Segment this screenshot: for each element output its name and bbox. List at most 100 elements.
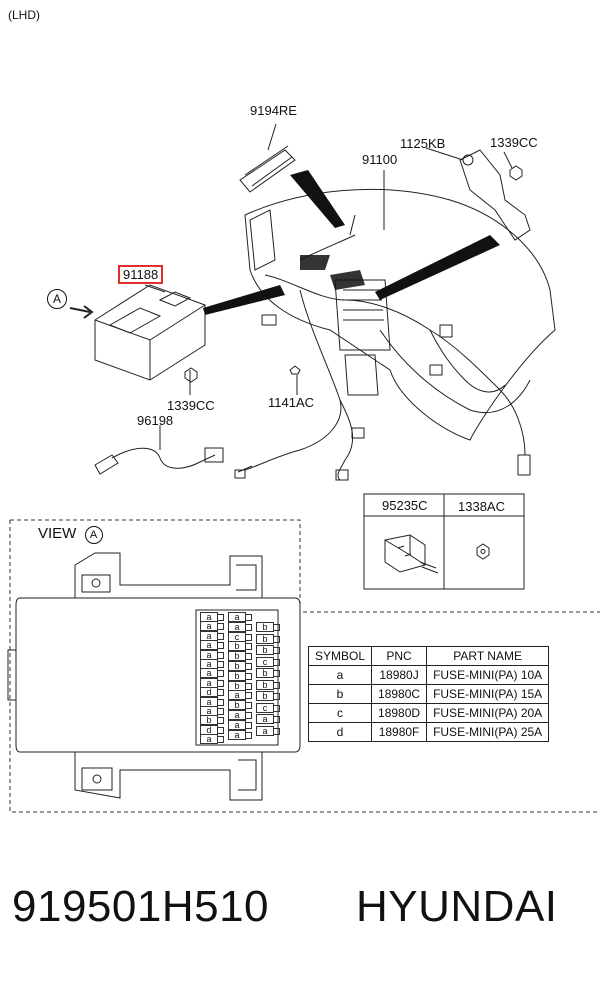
- cell-symbol: a: [307, 665, 373, 685]
- header-symbol: SYMBOL: [307, 646, 373, 666]
- fuse-pin: [217, 736, 224, 744]
- fuse-pin: [273, 658, 280, 666]
- fuse-pin: [245, 614, 252, 621]
- header-pnc: PNC: [371, 646, 428, 666]
- fuse-slot: b: [256, 668, 274, 678]
- cell-pnc: 18980J: [371, 665, 428, 685]
- fuse-slot: a: [228, 729, 246, 740]
- part-label-1141ac: 1141AC: [268, 395, 315, 410]
- fuse-slot: b: [228, 641, 246, 652]
- footer-brand: HYUNDAI: [356, 882, 558, 931]
- view-title-marker: A: [84, 526, 103, 544]
- table-row: b 18980C FUSE-MINI(PA) 15A: [307, 684, 550, 704]
- fuse-slot: b: [228, 651, 246, 662]
- header-part-name: PART NAME: [426, 646, 550, 666]
- fuse-pin: [217, 661, 224, 668]
- fuse-pin: [245, 731, 252, 739]
- view-dashed-frame: [9, 519, 600, 813]
- fuse-pin: [217, 717, 224, 725]
- dashboard-outline: [244, 188, 556, 441]
- fuse-slot: b: [256, 679, 274, 690]
- part-label-91188-highlighted: 91188: [118, 265, 164, 284]
- part-label-1125kb: 1125KB: [400, 136, 446, 151]
- view-a-marker: A: [47, 289, 67, 309]
- fuse-pin: [245, 692, 252, 700]
- table-row: d 18980F FUSE-MINI(PA) 25A: [307, 722, 550, 742]
- fuse-pin: [245, 663, 252, 670]
- fuse-pin: [245, 623, 252, 631]
- fuse-slot: b: [228, 670, 246, 681]
- junction-box-91188: [94, 284, 206, 381]
- fuse-slot: a: [200, 734, 218, 745]
- cable-96198: [94, 454, 119, 475]
- fuse-pin: [273, 681, 280, 689]
- fuse-slot: c: [256, 702, 274, 713]
- fuse-pin: [273, 647, 280, 654]
- fuse-slot: b: [228, 661, 246, 671]
- fuse-pin: [273, 693, 280, 700]
- view-title: VIEW A: [38, 525, 103, 544]
- part-label-1339cc-top: 1339CC: [490, 135, 538, 150]
- fuse-slot: b: [228, 700, 246, 711]
- cell-pnc: 18980F: [371, 722, 428, 742]
- part-label-96198: 96198: [137, 413, 174, 428]
- fuse-pin: [273, 624, 280, 631]
- fuse-slot: b: [256, 691, 274, 701]
- lhd-label: (LHD): [8, 8, 40, 22]
- fuse-pin: [217, 726, 224, 734]
- cell-part-name: FUSE-MINI(PA) 15A: [426, 684, 550, 704]
- fuse-slot: a: [228, 612, 246, 622]
- fuse-slot: b: [256, 622, 274, 632]
- cell-symbol: b: [307, 684, 373, 704]
- fuse-pin: [245, 682, 252, 690]
- cell-part-name: FUSE-MINI(PA) 25A: [426, 722, 550, 742]
- fuse-pin: [217, 632, 224, 640]
- fuse-pin: [217, 679, 224, 687]
- fuse-pin: [245, 712, 252, 719]
- cell-part-name: FUSE-MINI(PA) 10A: [426, 665, 550, 685]
- part-label-1339cc-bottom: 1339CC: [167, 398, 215, 413]
- cell-symbol: c: [307, 703, 373, 723]
- fuse-pin: [245, 702, 252, 710]
- fuse-pin: [217, 614, 224, 621]
- fuse-slot: a: [228, 710, 246, 720]
- fuse-slot: b: [228, 680, 246, 691]
- fuse-slot: a: [256, 725, 274, 736]
- table-row: a 18980J FUSE-MINI(PA) 10A: [307, 665, 550, 685]
- fuse-pin: [245, 653, 252, 661]
- fuse-slot: a: [256, 714, 274, 724]
- fuse-pin: [217, 623, 224, 631]
- module-9194re: [239, 149, 296, 193]
- fuse-slot: b: [256, 645, 274, 655]
- cell-part-name: FUSE-MINI(PA) 20A: [426, 703, 550, 723]
- inset-label-95235c: 95235C: [382, 498, 428, 513]
- fuse-pin: [217, 698, 224, 706]
- cell-symbol: d: [307, 722, 373, 742]
- fuse-pin: [217, 689, 224, 697]
- fuse-pin: [217, 651, 224, 659]
- fuse-pin: [245, 672, 252, 680]
- fuse-pin: [273, 635, 280, 643]
- view-title-text: VIEW: [38, 525, 77, 542]
- part-label-9194re: 9194RE: [250, 103, 297, 118]
- footer-part-number: 919501H510: [12, 882, 270, 931]
- fuse-pin: [273, 727, 280, 735]
- fuse-slot: b: [256, 633, 274, 644]
- fuse-pin: [217, 708, 224, 715]
- fuse-pin: [245, 633, 252, 641]
- fuse-slot: c: [228, 631, 246, 642]
- fuse-parts-table: SYMBOL PNC PART NAME a 18980J FUSE-MINI(…: [307, 646, 550, 742]
- inset-label-1338ac: 1338AC: [458, 499, 505, 514]
- table-header-row: SYMBOL PNC PART NAME: [307, 646, 550, 666]
- part-label-91100: 91100: [362, 152, 398, 167]
- fuse-slot: a: [228, 719, 246, 730]
- bracket-1339cc: [459, 149, 531, 241]
- fuse-pin: [273, 670, 280, 677]
- fuse-pin: [217, 642, 224, 650]
- fuse-pin: [245, 643, 252, 651]
- cell-pnc: 18980C: [371, 684, 428, 704]
- fuse-pin: [245, 721, 252, 729]
- fuse-slot: a: [228, 690, 246, 701]
